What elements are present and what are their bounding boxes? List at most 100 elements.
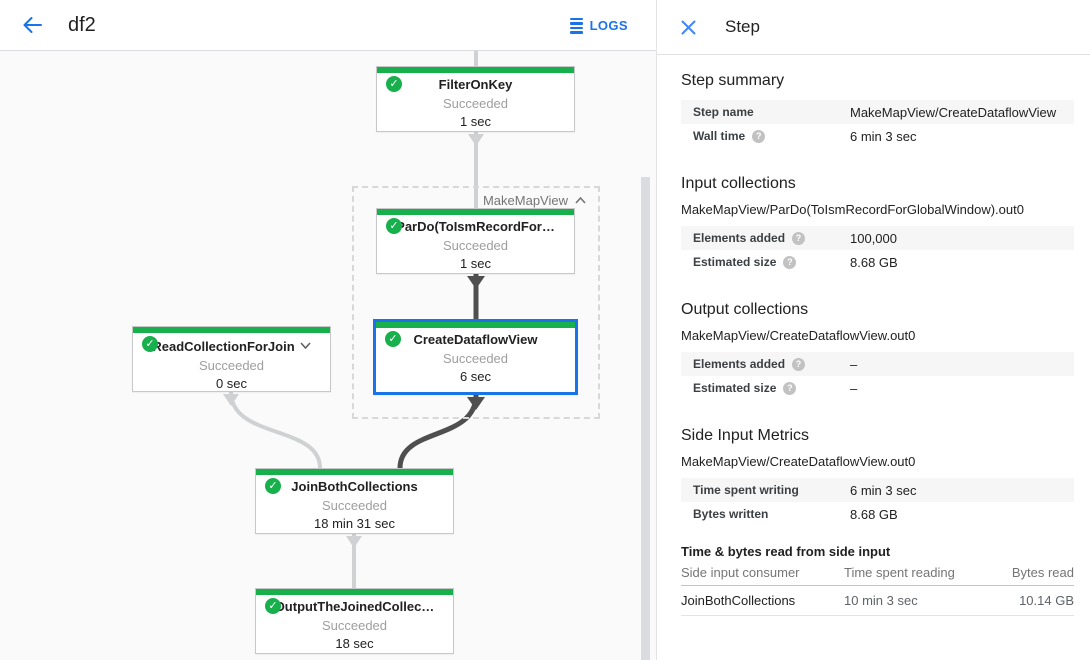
graph-header: df2 LOGS <box>0 0 656 51</box>
graph-node-joinbothcollections[interactable]: ✓ JoinBothCollections Succeeded 18 min 3… <box>255 468 454 534</box>
success-check-icon: ✓ <box>386 218 402 234</box>
kv-row-elements-added: Elements added? 100,000 <box>681 226 1074 250</box>
node-status-bar <box>256 469 453 475</box>
group-makemapview: MakeMapView <box>352 186 600 419</box>
graph-node-createdataflowview[interactable]: ✓ CreateDataflowView Succeeded 6 sec <box>373 319 578 395</box>
graph-node-pardo-toismrecord[interactable]: ✓ ParDo(ToIsmRecordFor… Succeeded 1 sec <box>376 208 575 274</box>
panel-header: Step <box>657 0 1090 55</box>
close-panel-button[interactable] <box>677 16 699 38</box>
cell-bytes: 10.14 GB <box>1019 593 1074 608</box>
table-header-row: Side input consumer Time spent reading B… <box>681 560 1074 586</box>
node-status: Succeeded <box>442 96 509 111</box>
node-title: OutputTheJoinedCollec… <box>274 599 435 614</box>
help-icon[interactable]: ? <box>783 255 797 269</box>
node-time: 6 sec <box>459 369 492 384</box>
help-icon[interactable]: ? <box>792 231 806 245</box>
node-status: Succeeded <box>198 358 265 373</box>
kv-row-bytes-written: Bytes written 8.68 GB <box>681 502 1074 526</box>
back-button[interactable] <box>20 13 44 37</box>
kv-value: – <box>850 380 858 396</box>
node-time: 0 sec <box>215 376 248 391</box>
collection-name: MakeMapView/CreateDataflowView.out0 <box>681 328 916 343</box>
kv-row-estimated-size: Estimated size? 8.68 GB <box>681 250 1074 274</box>
pipeline-canvas[interactable]: MakeMapView ✓ FilterOnKey Succeeded 1 se… <box>0 51 656 660</box>
kv-value: 8.68 GB <box>850 506 898 522</box>
success-check-icon: ✓ <box>265 478 281 494</box>
node-status: Succeeded <box>321 498 388 513</box>
graph-node-filteronkey[interactable]: ✓ FilterOnKey Succeeded 1 sec <box>376 66 575 132</box>
node-title: CreateDataflowView <box>413 332 538 347</box>
kv-value: 6 min 3 sec <box>850 128 917 144</box>
kv-value: MakeMapView/CreateDataflowView <box>850 104 1057 120</box>
section-input-collections: Input collections MakeMapView/ParDo(ToIs… <box>681 174 1074 274</box>
col-side-input-consumer: Side input consumer <box>681 565 800 580</box>
step-details-panel: Step Step summary Step name MakeMapView/… <box>656 0 1090 660</box>
panel-body: Step summary Step name MakeMapView/Creat… <box>657 55 1090 616</box>
kv-value: 8.68 GB <box>850 254 898 270</box>
node-status: Succeeded <box>442 351 509 366</box>
kv-value: – <box>850 356 858 372</box>
job-title: df2 <box>68 13 96 36</box>
node-time: 18 min 31 sec <box>314 516 395 531</box>
node-status-bar <box>377 67 574 73</box>
section-step-summary: Step summary Step name MakeMapView/Creat… <box>681 71 1074 148</box>
side-input-table: Side input consumer Time spent reading B… <box>681 560 1074 616</box>
back-arrow-icon <box>23 17 42 33</box>
node-time: 1 sec <box>459 256 492 271</box>
graph-node-outputthejoinedcollection[interactable]: ✓ OutputTheJoinedCollec… Succeeded 18 se… <box>255 588 454 654</box>
success-check-icon: ✓ <box>385 331 401 347</box>
help-icon[interactable]: ? <box>752 129 766 143</box>
collection-name: MakeMapView/ParDo(ToIsmRecordForGlobalWi… <box>681 202 1024 217</box>
success-check-icon: ✓ <box>265 598 281 614</box>
kv-row-estimated-size: Estimated size? – <box>681 376 1074 400</box>
section-heading: Output collections <box>681 301 809 318</box>
canvas-vertical-scrollbar[interactable] <box>641 177 650 660</box>
group-makemapview-toggle[interactable]: MakeMapView <box>483 193 586 208</box>
section-heading: Step summary <box>681 72 785 89</box>
close-icon <box>681 20 695 34</box>
node-status-bar <box>133 327 330 333</box>
kv-value: 6 min 3 sec <box>850 482 917 498</box>
cell-consumer: JoinBothCollections <box>681 593 796 608</box>
kv-row-step-name: Step name MakeMapView/CreateDataflowView <box>681 100 1074 124</box>
logs-list-icon <box>569 17 583 34</box>
kv-value: 100,000 <box>850 230 897 246</box>
node-time: 1 sec <box>459 114 492 129</box>
success-check-icon: ✓ <box>386 76 402 92</box>
kv-row-elements-added: Elements added? – <box>681 352 1074 376</box>
help-icon[interactable]: ? <box>783 381 797 395</box>
graph-area: df2 LOGS <box>0 0 656 660</box>
kv-label: Estimated size? <box>693 381 850 395</box>
section-output-collections: Output collections MakeMapView/CreateDat… <box>681 300 1074 400</box>
node-status: Succeeded <box>442 238 509 253</box>
col-bytes-read: Bytes read <box>1011 565 1074 580</box>
graph-node-readcollectionforjoin[interactable]: ✓ ReadCollectionForJoin Succeeded 0 sec <box>132 326 331 392</box>
chevron-down-icon <box>300 342 311 350</box>
kv-label: Estimated size? <box>693 255 850 269</box>
expand-node-button[interactable] <box>300 336 311 354</box>
side-input-table-heading: Time & bytes read from side input <box>681 544 891 559</box>
col-time-spent-reading: Time spent reading <box>844 565 955 580</box>
panel-title: Step <box>725 17 760 36</box>
kv-label: Elements added? <box>693 231 850 245</box>
kv-label: Step name <box>693 105 754 119</box>
success-check-icon: ✓ <box>142 336 158 352</box>
node-title: ParDo(ToIsmRecordFor… <box>396 219 555 234</box>
node-status-bar <box>377 209 574 215</box>
collection-name: MakeMapView/CreateDataflowView.out0 <box>681 454 916 469</box>
help-icon[interactable]: ? <box>792 357 806 371</box>
section-heading: Input collections <box>681 175 796 192</box>
section-heading: Side Input Metrics <box>681 427 810 444</box>
kv-row-time-spent-writing: Time spent writing 6 min 3 sec <box>681 478 1074 502</box>
cell-time: 10 min 3 sec <box>844 593 918 608</box>
logs-label: LOGS <box>589 18 628 33</box>
section-side-input-metrics: Side Input Metrics MakeMapView/CreateDat… <box>681 426 1074 616</box>
node-status-bar <box>376 322 575 328</box>
node-status-bar <box>256 589 453 595</box>
kv-label: Bytes written <box>693 507 769 521</box>
kv-label: Time spent writing <box>693 483 799 497</box>
node-title: FilterOnKey <box>438 77 513 92</box>
logs-button[interactable]: LOGS <box>569 0 628 51</box>
kv-label: Wall time? <box>693 129 850 143</box>
